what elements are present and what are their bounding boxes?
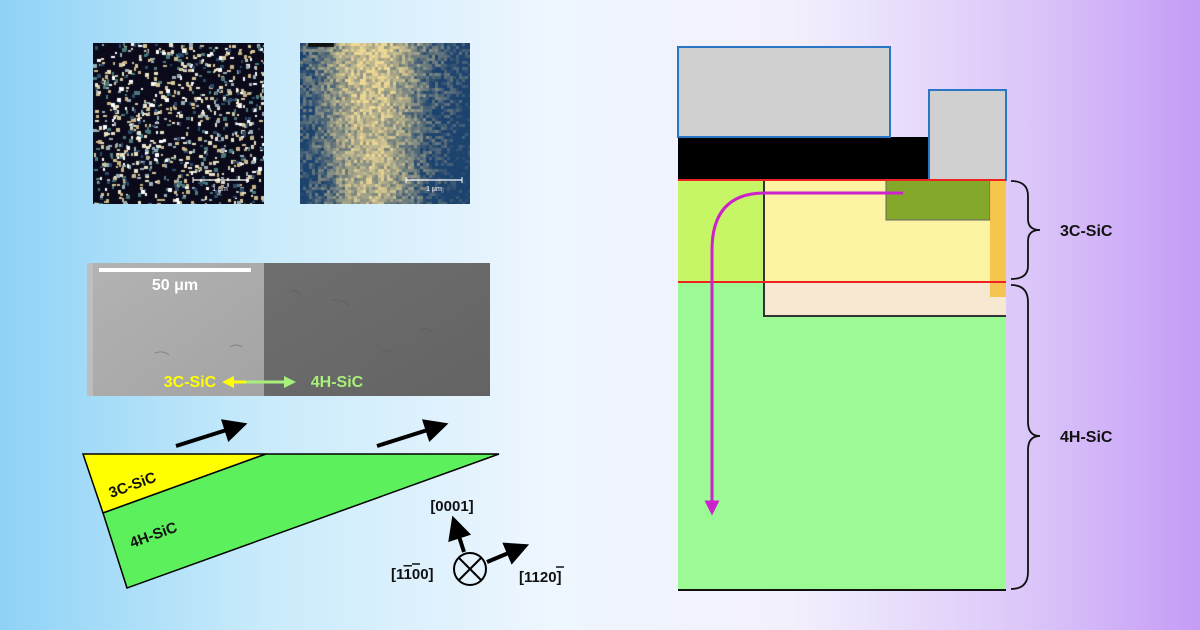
- gate-electrode: [677, 46, 891, 138]
- afm-image-3c: [93, 43, 264, 204]
- axis-1120-arrow: [486, 542, 530, 565]
- afm-right-scale-label: 1 μm: [426, 186, 442, 193]
- wedge-4h-region: [102, 453, 500, 589]
- axis-label-0001: [0001]: [430, 498, 473, 515]
- crystal-axes: [0001] [1100] [1120]: [391, 498, 564, 586]
- sem-label-3c: 3C-SiC: [164, 374, 217, 391]
- growth-arrow-right: [376, 419, 449, 448]
- sem-label-4h: 4H-SiC: [311, 374, 364, 391]
- current-path-arrow: [704, 191, 903, 516]
- brace-label-4h: 4H-SiC: [1060, 429, 1113, 446]
- afm-left-scale-bar: 1 μm: [192, 177, 248, 193]
- brace-label-3c: 3C-SiC: [1060, 223, 1113, 240]
- axis-label-1120: [1120]: [519, 569, 562, 586]
- afm-right-scale-bar: 1 μm: [405, 177, 463, 193]
- wedge-schematic: 3C-SiC 4H-SiC: [81, 419, 500, 589]
- device-4h-region: [678, 282, 1006, 590]
- brace-4h: 4H-SiC: [1010, 284, 1113, 590]
- sem-image: 50 μm 3C-SiC 4H-SiC: [87, 263, 490, 396]
- growth-arrow-left: [175, 419, 248, 448]
- afm-image-4h: [300, 43, 470, 204]
- axis-0001-arrow: [448, 515, 472, 553]
- device-well-extension: [764, 282, 1006, 316]
- afm-left-scale-label: 1 μm: [212, 186, 228, 193]
- brace-3c: 3C-SiC: [1010, 180, 1113, 280]
- device-oxide-layer: [678, 137, 929, 180]
- source-electrode: [928, 89, 1007, 181]
- axis-label-1100: [1100]: [391, 566, 434, 583]
- axis-into-page-icon: [453, 552, 487, 586]
- device-edge-region: [990, 180, 1006, 297]
- device-contact-region: [885, 179, 991, 221]
- sem-scale-label: 50 μm: [152, 277, 198, 294]
- device-cross-section: [677, 46, 1007, 591]
